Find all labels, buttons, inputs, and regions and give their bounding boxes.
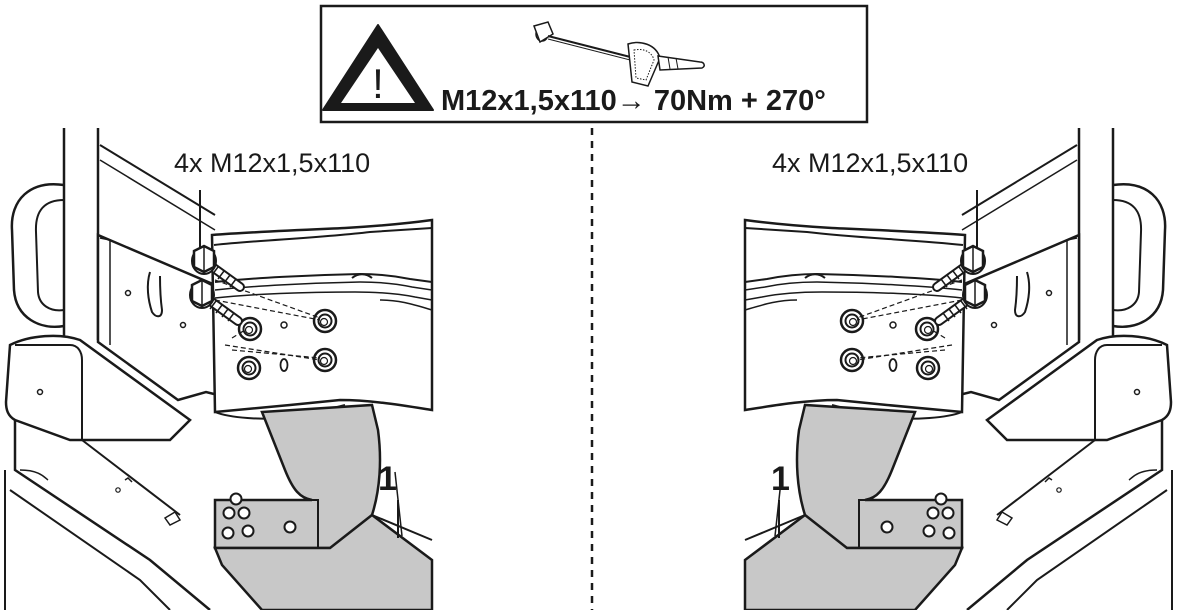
warning-triangle-icon: ! — [322, 24, 434, 111]
torque-spec-text: M12x1,5x110→ 70Nm + 270° — [441, 85, 826, 117]
left-part-number: 1 — [378, 460, 397, 498]
left-bolt-label: 4x M12x1,5x110 — [174, 148, 370, 178]
right-assembly-view — [745, 128, 1172, 610]
torque-wrench-icon — [533, 21, 705, 87]
svg-text:!: ! — [372, 60, 384, 107]
right-bolt-label: 4x M12x1,5x110 — [772, 148, 968, 178]
right-part-number: 1 — [771, 460, 790, 498]
left-assembly-view — [5, 128, 432, 610]
